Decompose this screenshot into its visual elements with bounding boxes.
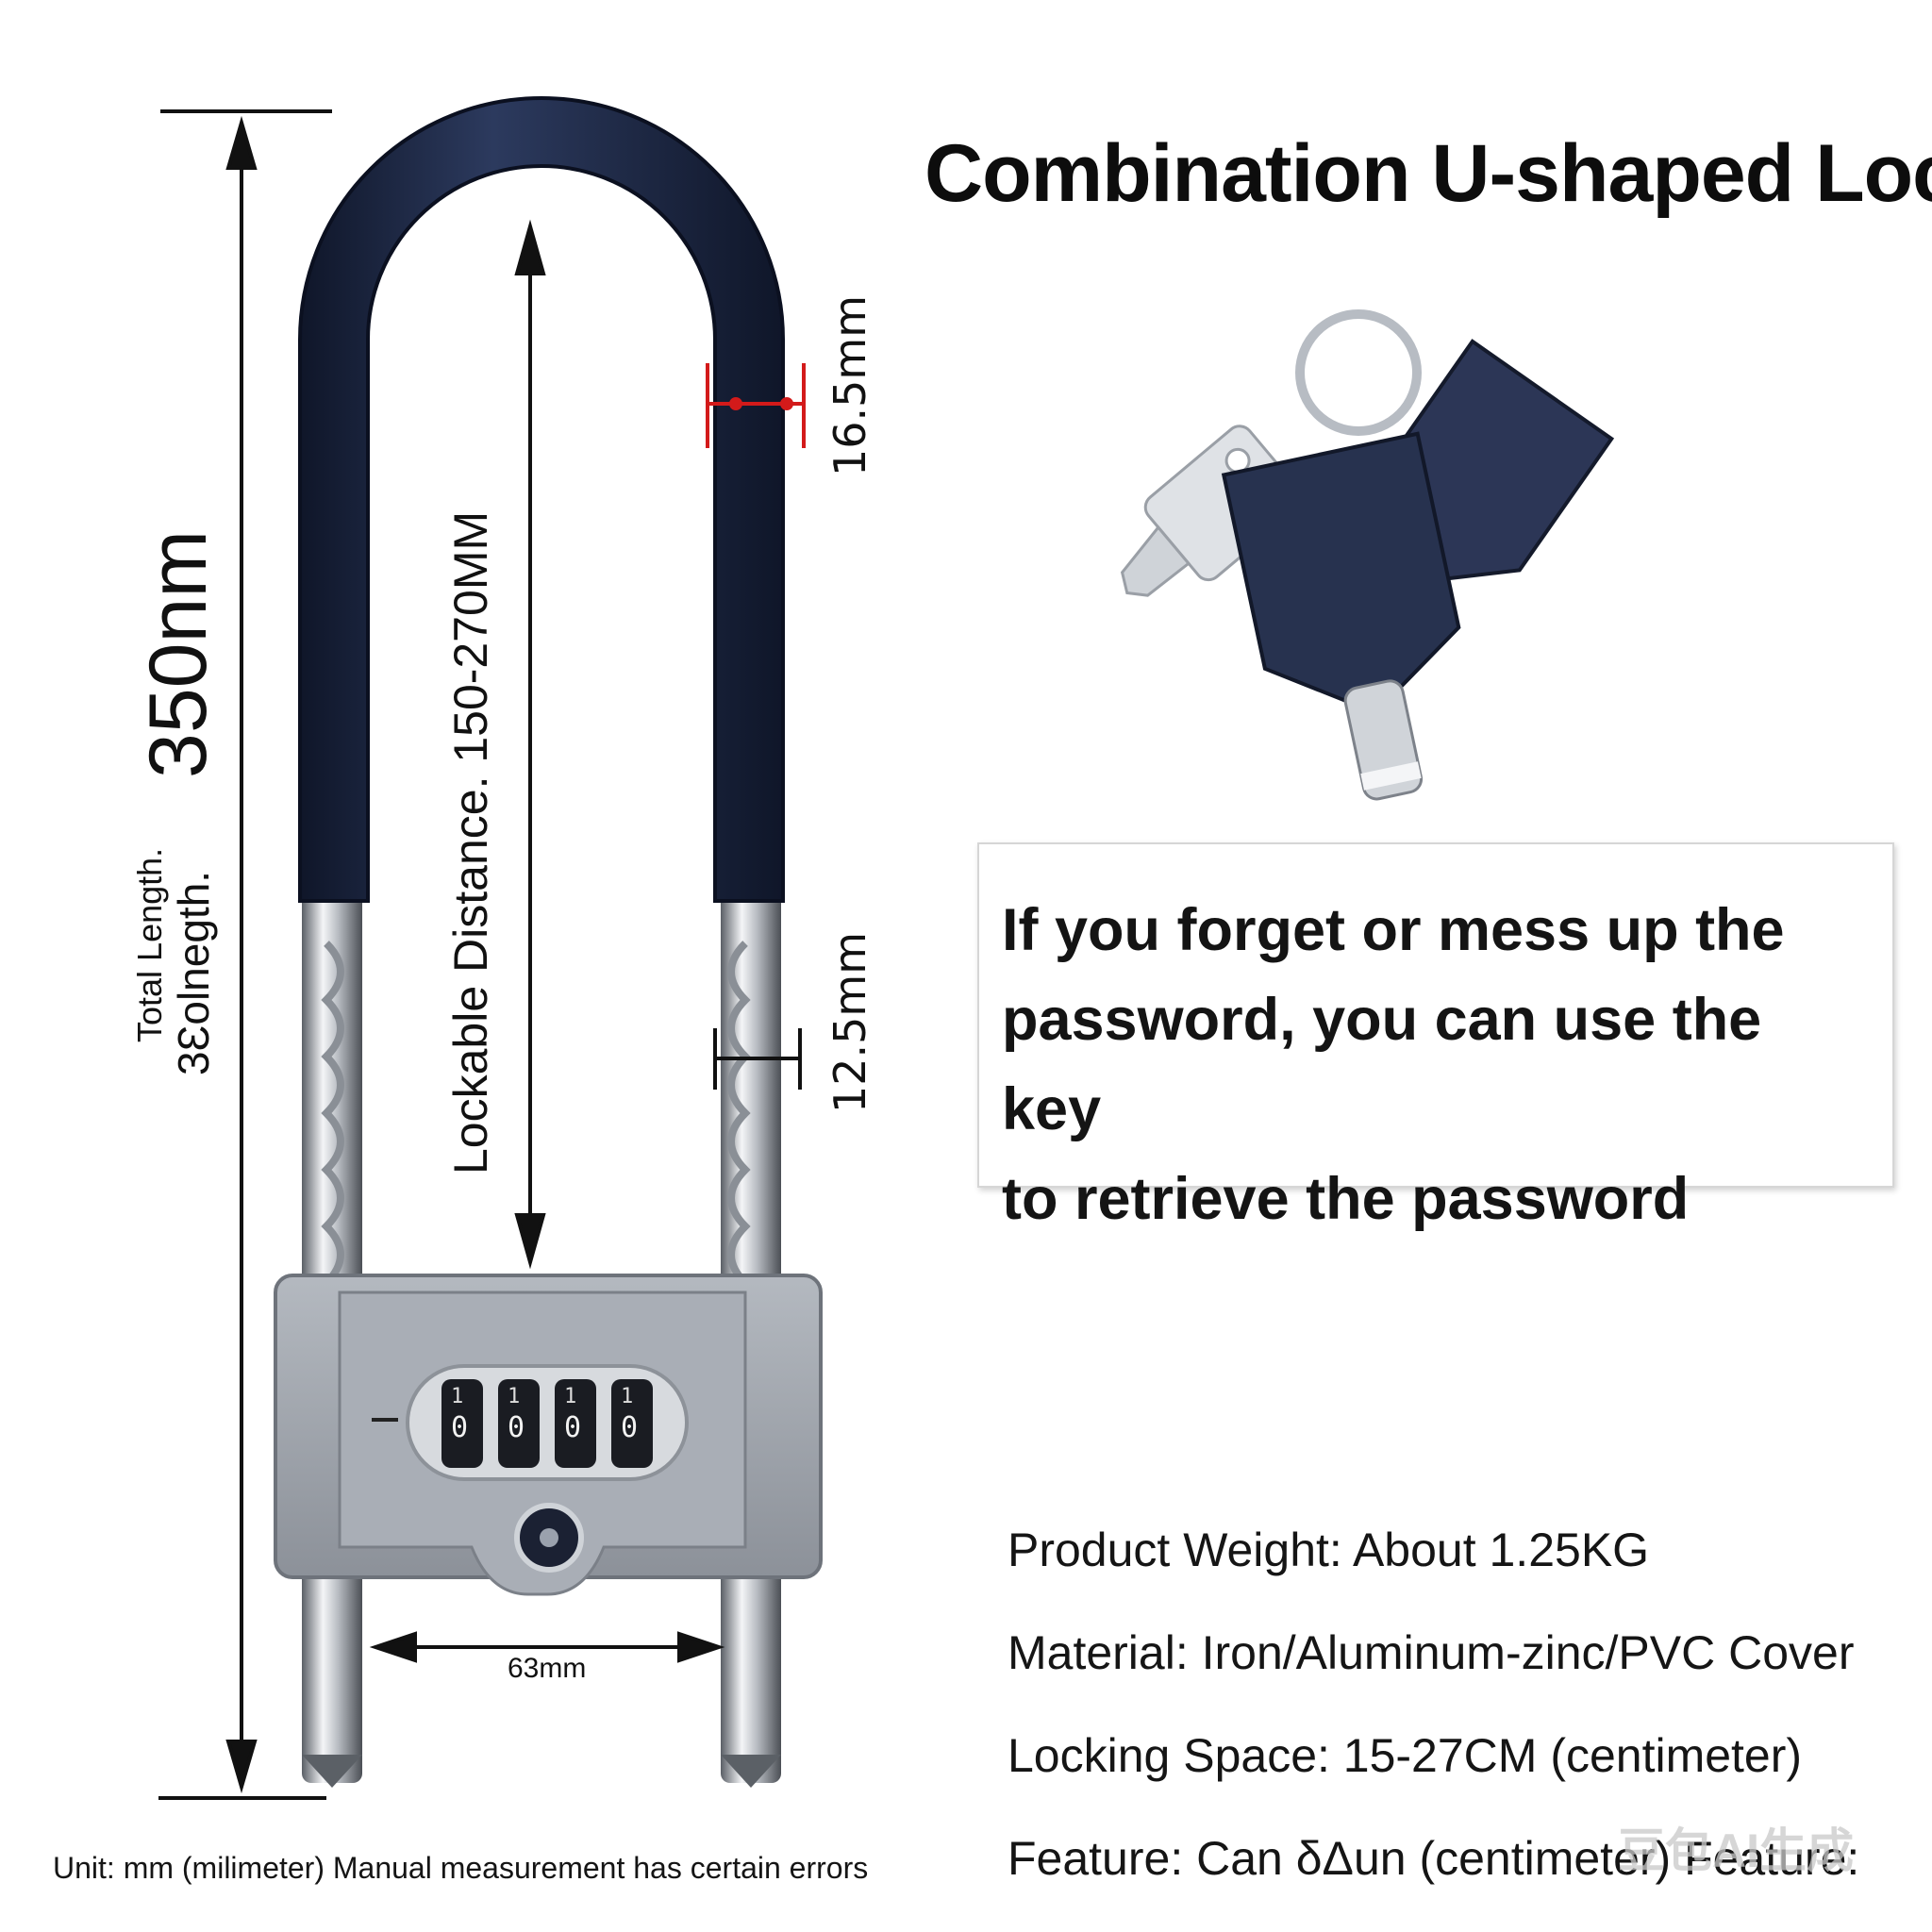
spec-material: Material: Iron/Aluminum-zinc/PVC Cover <box>1008 1626 1855 1679</box>
width-dimension <box>369 1631 725 1663</box>
page-title: Combination U-shaped Lock <box>924 128 1932 219</box>
total-length-value: 350nm <box>133 530 224 778</box>
dial-1-digit[interactable]: 0 <box>451 1411 469 1444</box>
note-line-2: password, you can use the key <box>1002 987 1762 1142</box>
spec-locking-space: Locking Space: 15-27CM (centimeter) <box>1008 1729 1803 1782</box>
shackle-thickness-label: 16.5mm <box>824 294 875 476</box>
combination-digits[interactable]: 1 1 1 1 0 0 0 0 <box>441 1385 653 1460</box>
dial-2-digit[interactable]: 0 <box>508 1411 525 1444</box>
dial-3-above: 1 <box>564 1385 577 1408</box>
dial-4-above: 1 <box>621 1385 634 1408</box>
combination-dials <box>441 1379 653 1468</box>
shackle-thickness-marker <box>706 363 806 448</box>
rod-diameter-marker <box>713 1028 802 1090</box>
shackle-cover <box>298 96 785 903</box>
key-ring <box>1295 309 1422 436</box>
total-length-dimension <box>158 109 332 1800</box>
lockable-distance-dimension <box>514 219 546 1270</box>
spec-weight: Product Weight: About 1.25KG <box>1008 1524 1650 1576</box>
spec-feature: Feature: Can δΔun (centimeter) Feature: <box>1008 1832 1860 1885</box>
total-length-label-line2: 3Ɛolnegth. <box>169 870 218 1075</box>
lockable-distance-label: Lockable Distance. 150-270MM <box>444 510 497 1174</box>
rod-diameter-label: 12.5mm <box>824 931 875 1113</box>
unit-footnote: Unit: mm (milimeter) Manual measurement … <box>53 1851 869 1885</box>
total-length-label-line1: Total Length. <box>130 847 169 1042</box>
watermark: 豆包AI生成 <box>1618 1824 1854 1877</box>
dial-3-digit[interactable]: 0 <box>564 1411 582 1444</box>
key-retrieval-note: If you forget or mess up the password, y… <box>977 842 1894 1232</box>
dial-4-digit[interactable]: 0 <box>621 1411 639 1444</box>
note-line-3: to retrieve the password <box>1002 1166 1690 1232</box>
lock-body <box>274 1274 823 1596</box>
width-label: 63mm <box>508 1653 587 1684</box>
keys-illustration <box>1120 309 1615 801</box>
dial-2-above: 1 <box>508 1385 521 1408</box>
dial-1-above: 1 <box>451 1385 464 1408</box>
note-line-1: If you forget or mess up the <box>1002 897 1785 963</box>
